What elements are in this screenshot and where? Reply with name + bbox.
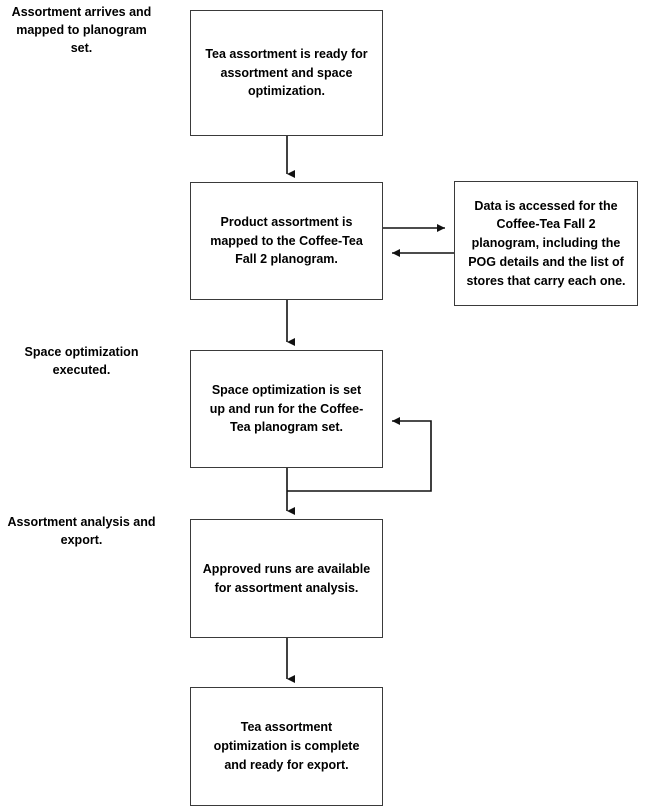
node-optimization-complete[interactable]: Tea assortment optimization is complete …: [190, 687, 383, 806]
node-product-assortment-mapped-text: Product assortment is mapped to the Coff…: [210, 214, 363, 267]
node-data-accessed-planogram[interactable]: Data is accessed for the Coffee-Tea Fall…: [454, 181, 638, 306]
node-tea-assortment-ready-text: Tea assortment is ready for assortment a…: [205, 46, 368, 99]
node-approved-runs-available[interactable]: Approved runs are available for assortme…: [190, 519, 383, 638]
node-space-optimization-run[interactable]: Space optimization is set up and run for…: [190, 350, 383, 468]
node-optimization-complete-text: Tea assortment optimization is complete …: [213, 720, 360, 772]
stage-label-assortment-analysis: Assortment analysis and export.: [7, 515, 156, 548]
node-data-accessed-planogram-text: Data is accessed for the Coffee-Tea Fall…: [466, 198, 626, 288]
node-tea-assortment-ready[interactable]: Tea assortment is ready for assortment a…: [190, 10, 383, 136]
stage-label-assortment-arrives: Assortment arrives and mapped to planogr…: [11, 5, 152, 56]
stage-label-space-optimization: Space optimization executed.: [24, 345, 139, 378]
node-space-optimization-run-text: Space optimization is set up and run for…: [209, 382, 364, 435]
node-product-assortment-mapped[interactable]: Product assortment is mapped to the Coff…: [190, 182, 383, 300]
node-approved-runs-available-text: Approved runs are available for assortme…: [202, 561, 371, 595]
